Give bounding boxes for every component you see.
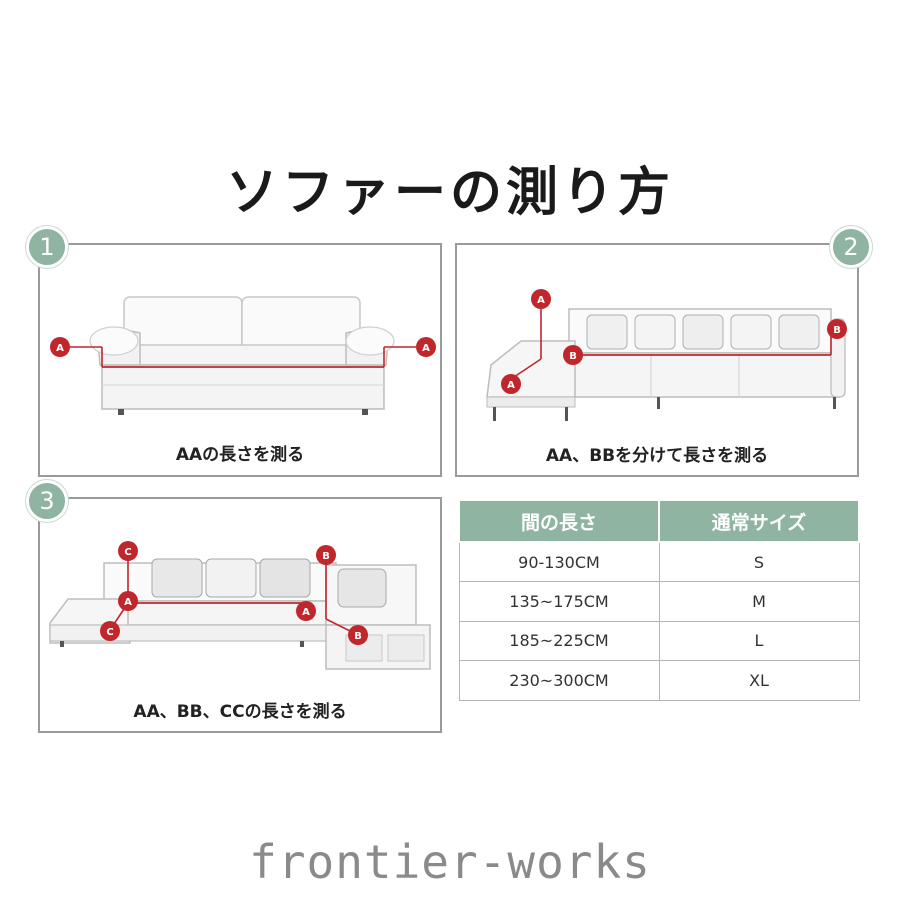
panel-2-l-shaped-sofa: A A B B AA、BBを分けて長さを測る xyxy=(455,243,859,477)
step-3-badge: 3 xyxy=(26,480,68,522)
watermark-text: frontier-works xyxy=(249,835,651,889)
length-cell: 185~225CM xyxy=(458,620,660,661)
length-cell: 90-130CM xyxy=(458,541,660,582)
l-shaped-sofa-illustration: A A B B xyxy=(486,289,847,421)
table-row: 185~225CM L xyxy=(458,620,860,661)
svg-text:B: B xyxy=(322,551,330,562)
marker-c-bottom: C xyxy=(100,621,120,641)
marker-a-right: A xyxy=(416,337,436,357)
size-cell: L xyxy=(658,620,860,661)
svg-text:A: A xyxy=(56,343,64,354)
svg-text:B: B xyxy=(354,631,362,642)
panel-3-u-shaped-sofa: C A C A B B AA、BB、CCの長さを測る xyxy=(38,497,442,733)
u-shaped-sofa-illustration: C A C A B B xyxy=(49,541,431,670)
straight-sofa-illustration: A A xyxy=(50,296,436,415)
marker-a-right: A xyxy=(296,601,316,621)
header-size: 通常サイズ xyxy=(658,499,860,543)
marker-c-top: C xyxy=(118,541,138,561)
svg-text:C: C xyxy=(106,627,113,638)
step-1-badge: 1 xyxy=(26,226,68,268)
svg-text:B: B xyxy=(833,325,841,336)
size-cell: XL xyxy=(658,660,860,701)
panel-3-caption: AA、BB、CCの長さを測る xyxy=(133,702,347,722)
marker-b-right: B xyxy=(827,319,847,339)
marker-a-left: A xyxy=(50,337,70,357)
panel-1-caption: AAの長さを測る xyxy=(175,445,305,465)
marker-a-bottom: A xyxy=(501,374,521,394)
svg-text:A: A xyxy=(537,295,545,306)
panel-1-straight-sofa: A A AAの長さを測る xyxy=(38,243,442,477)
size-table-header: 間の長さ 通常サイズ xyxy=(458,499,860,543)
length-cell: 230~300CM xyxy=(458,660,660,701)
marker-a-left: A xyxy=(118,591,138,611)
marker-b-bottom: B xyxy=(348,625,368,645)
marker-b-left: B xyxy=(563,345,583,365)
svg-text:B: B xyxy=(569,351,577,362)
svg-text:A: A xyxy=(422,343,430,354)
svg-text:C: C xyxy=(124,547,131,558)
marker-b-top: B xyxy=(316,545,336,565)
size-cell: M xyxy=(658,581,860,622)
table-row: 230~300CM XL xyxy=(458,660,860,701)
size-cell: S xyxy=(658,541,860,582)
table-row: 135~175CM M xyxy=(458,581,860,622)
header-length: 間の長さ xyxy=(458,499,660,543)
step-2-badge: 2 xyxy=(830,226,872,268)
size-table: 間の長さ 通常サイズ 90-130CM S 135~175CM M 185~22… xyxy=(458,499,860,701)
table-row: 90-130CM S xyxy=(458,541,860,582)
svg-text:A: A xyxy=(124,597,132,608)
marker-a-top: A xyxy=(531,289,551,309)
page-title: ソファーの測り方 xyxy=(225,162,674,223)
svg-text:A: A xyxy=(302,607,310,618)
length-cell: 135~175CM xyxy=(458,581,660,622)
svg-text:A: A xyxy=(507,380,515,391)
panel-2-caption: AA、BBを分けて長さを測る xyxy=(545,446,769,466)
